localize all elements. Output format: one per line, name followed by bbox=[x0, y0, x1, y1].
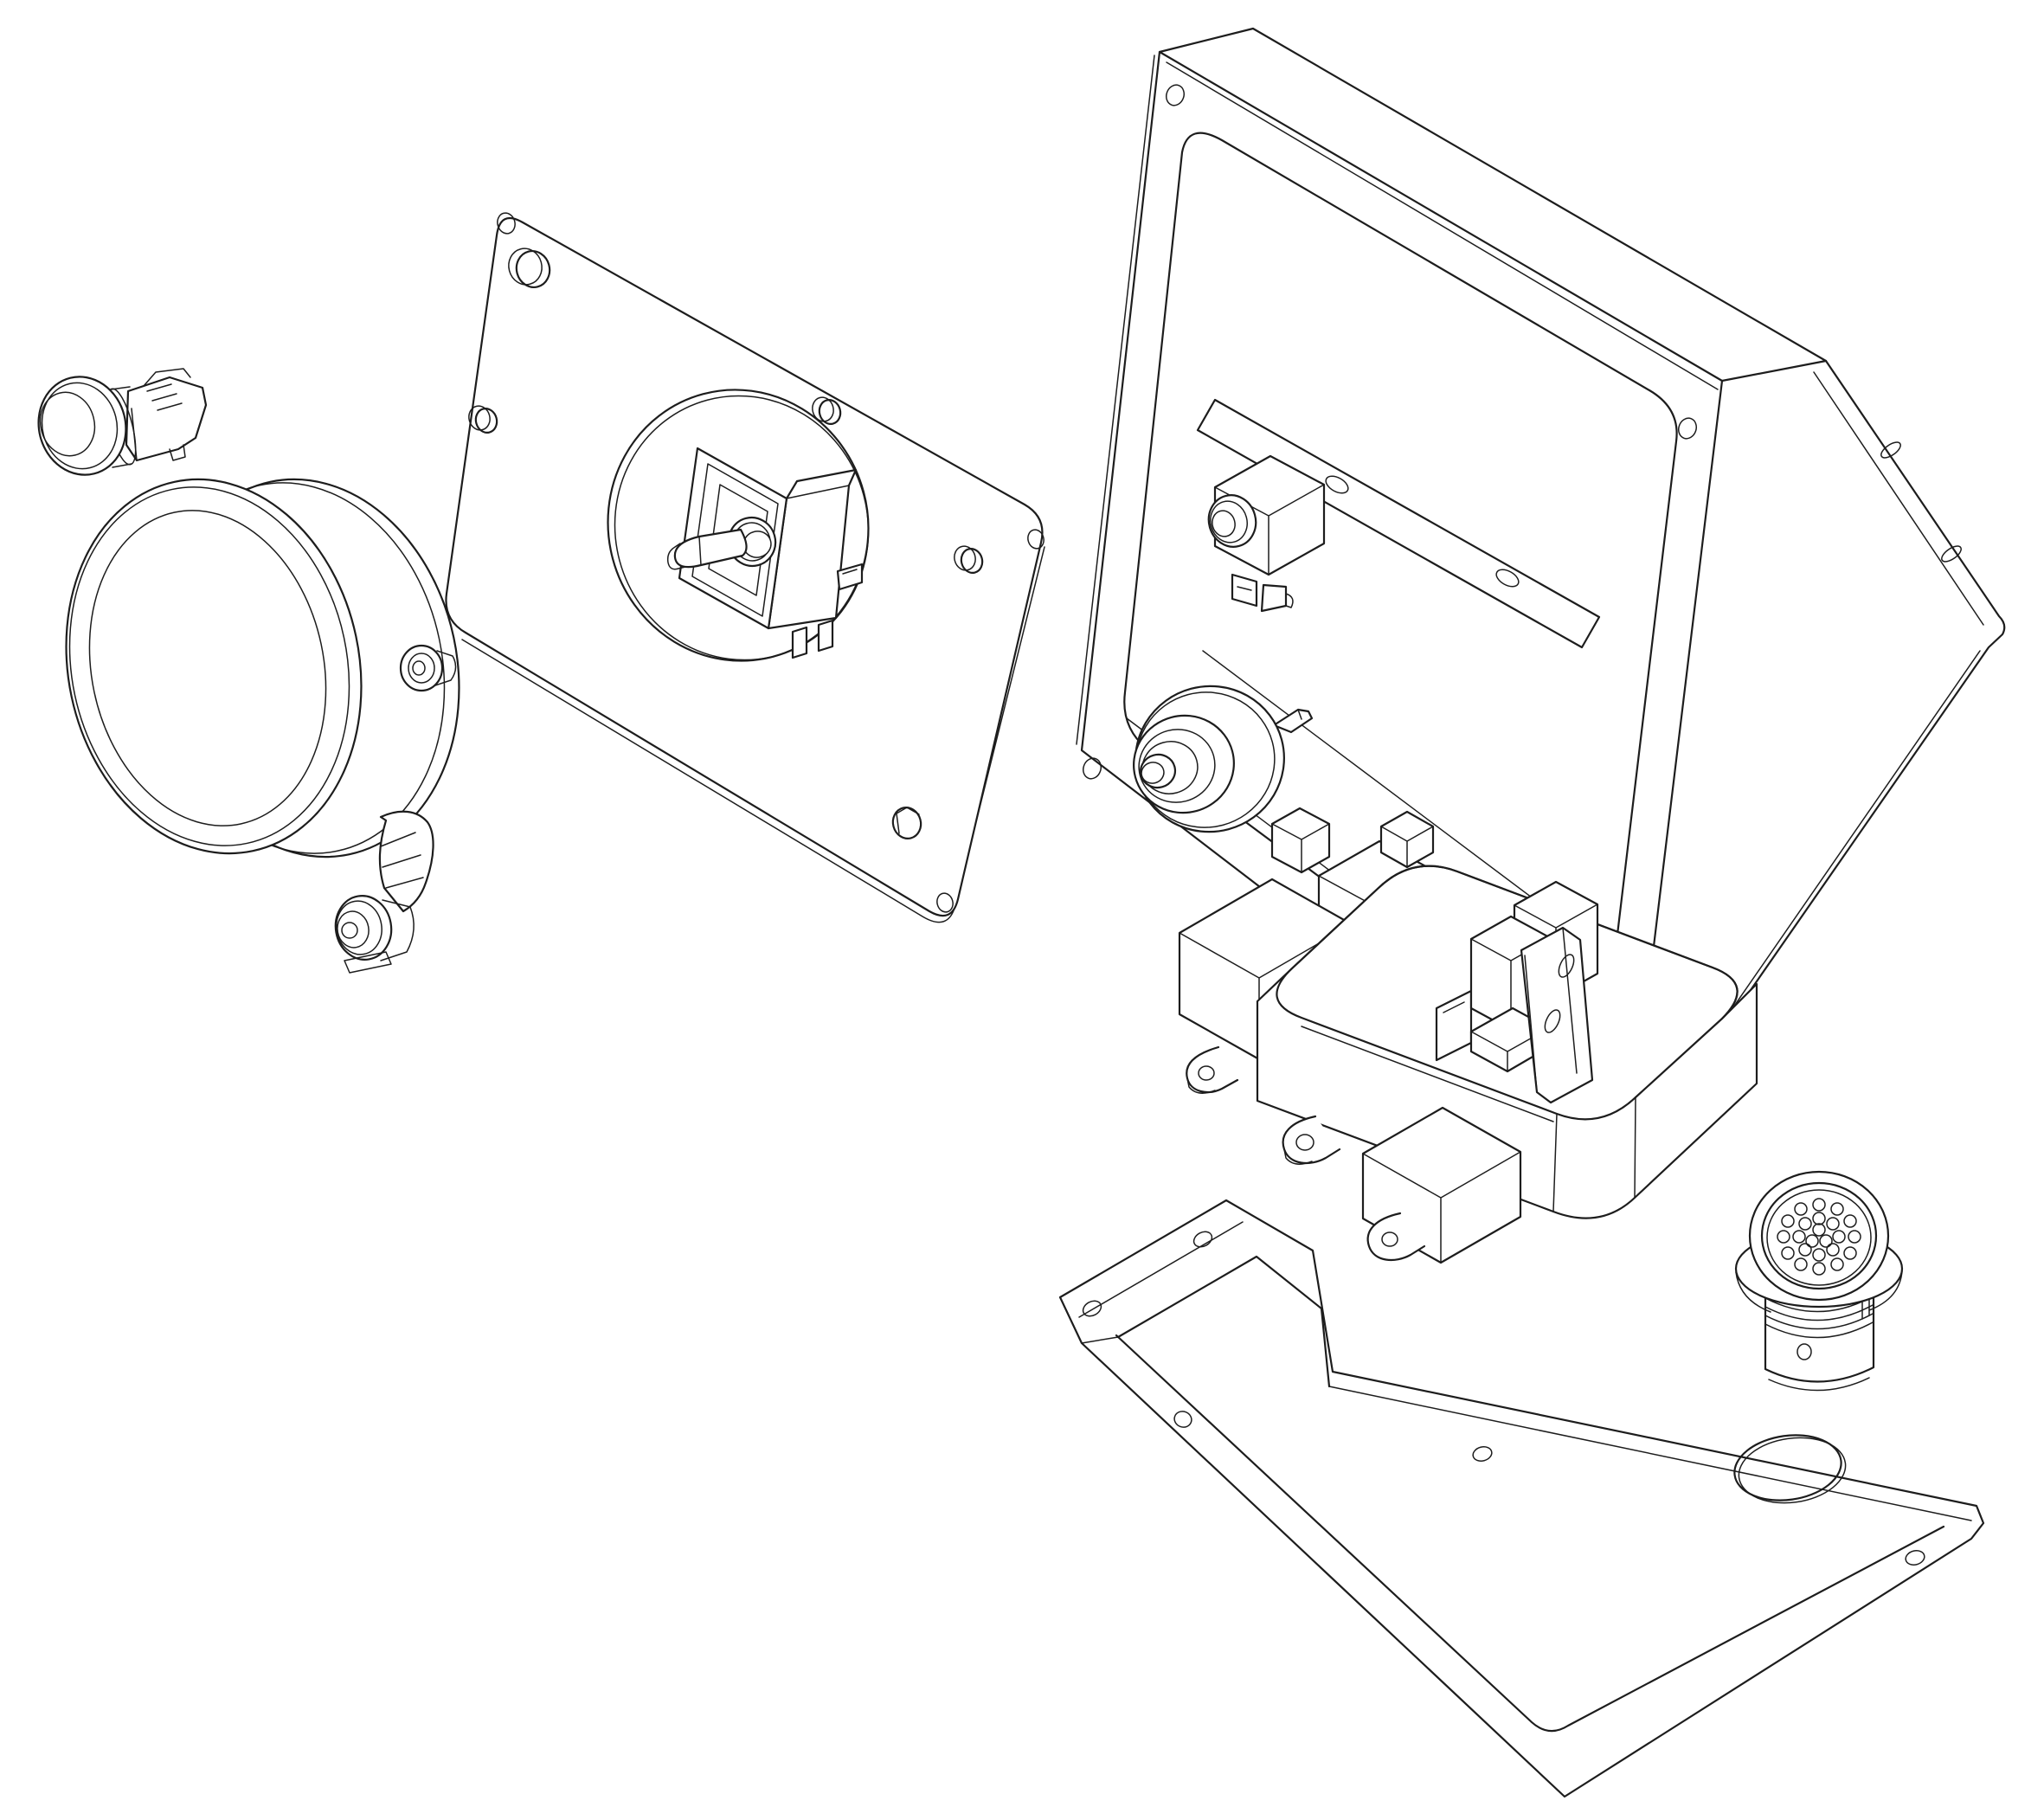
module-lower-box bbox=[1363, 1108, 1520, 1263]
lamp-socket bbox=[126, 369, 206, 460]
buzzer-cone bbox=[1119, 670, 1301, 849]
control-module-drawing bbox=[1179, 808, 1757, 1263]
enclosure-outline bbox=[1082, 29, 2004, 1168]
buzzer-drawing bbox=[1119, 670, 1312, 849]
push-button-cap bbox=[1203, 490, 1262, 552]
gauge-face bbox=[32, 452, 395, 881]
toggle-lever bbox=[668, 530, 747, 569]
base-tray-drawing bbox=[1060, 1200, 1983, 1797]
lamp-lens bbox=[29, 368, 137, 485]
toggle-switch-drawing bbox=[668, 448, 862, 658]
circular-connector-drawing bbox=[1736, 1172, 1902, 1391]
buzzer-terminal bbox=[1274, 710, 1312, 732]
gauge-clamp bbox=[331, 812, 434, 973]
tray-outline bbox=[1060, 1200, 1983, 1797]
tray-flanges bbox=[1079, 1222, 1971, 1567]
gauge-drawing bbox=[32, 451, 493, 973]
push-button-clips bbox=[1232, 575, 1293, 611]
push-button-switch-drawing bbox=[1203, 456, 1324, 611]
tray-interior bbox=[1082, 1257, 1944, 1731]
panel-holes bbox=[466, 211, 1046, 914]
gauge-side-boss bbox=[401, 646, 456, 691]
connector-pins bbox=[1777, 1199, 1861, 1275]
module-bracket bbox=[1521, 928, 1592, 1103]
indicator-light-drawing bbox=[29, 368, 206, 485]
